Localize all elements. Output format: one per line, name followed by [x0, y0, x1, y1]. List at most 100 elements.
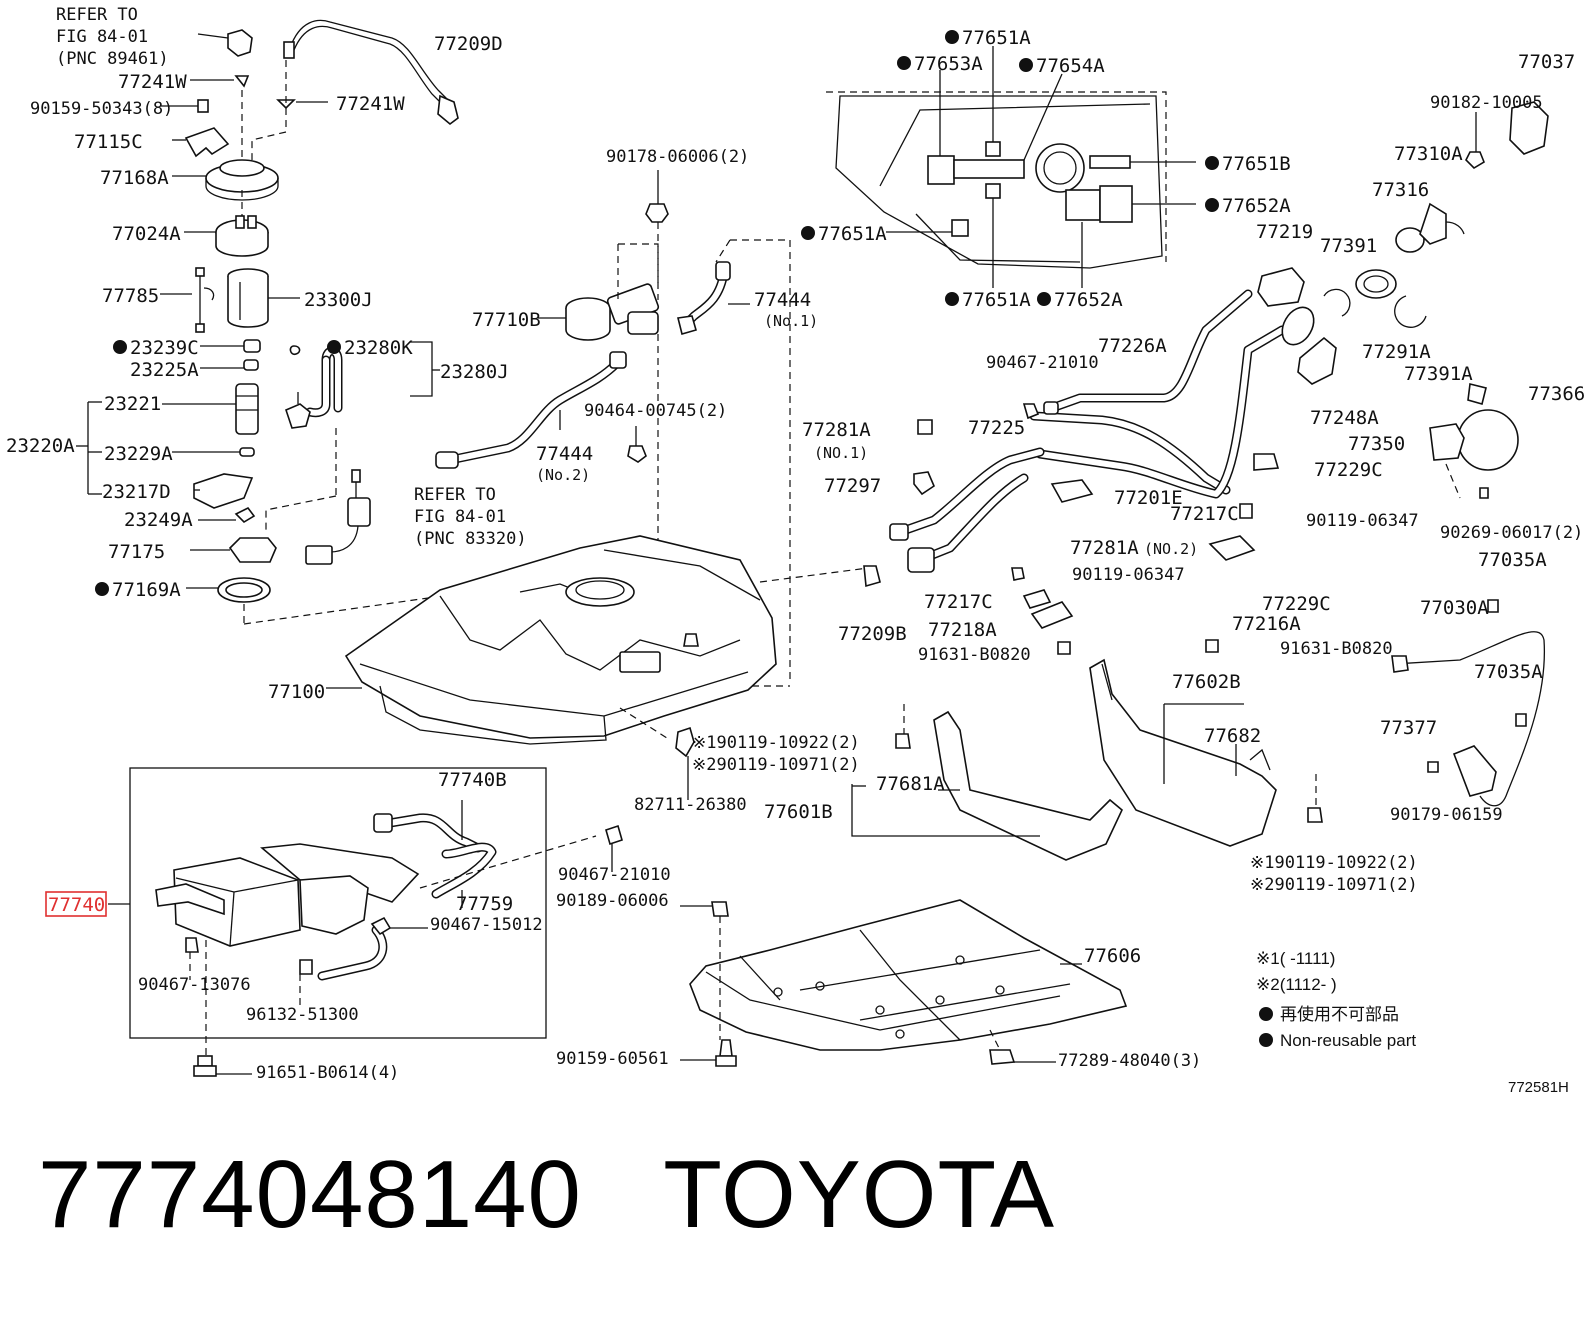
part-label-p77651a_t[interactable]: 77651A	[962, 27, 1031, 49]
part-label-p77602b[interactable]: 77602B	[1172, 671, 1241, 693]
part-label-p77444_1[interactable]: 77444	[754, 289, 811, 311]
part-label-p77241w_b[interactable]: 77241W	[336, 93, 405, 115]
part-label-p23249a[interactable]: 23249A	[124, 509, 193, 531]
part-label-p77291a[interactable]: 77291A	[1362, 341, 1431, 363]
part-label-p77606[interactable]: 77606	[1084, 945, 1141, 967]
part-label-p9011910971_a[interactable]: ※290119-10971(2)	[692, 755, 860, 775]
part-label-p77100[interactable]: 77100	[268, 681, 325, 703]
part-label-p77037[interactable]: 77037	[1518, 51, 1575, 73]
part-label-p77115c[interactable]: 77115C	[74, 131, 143, 153]
non-reusable-dot-icon	[1037, 292, 1051, 306]
note-1: ※1( -1111)	[1256, 949, 1335, 968]
highlighted-part-77740[interactable]: 77740	[45, 891, 107, 917]
part-label-p9026906017[interactable]: 90269-06017(2)	[1440, 523, 1583, 543]
part-label-p77316[interactable]: 77316	[1372, 179, 1429, 201]
part-label-p77601b[interactable]: 77601B	[764, 801, 833, 823]
part-label-p77281a_2n[interactable]: (NO.2)	[1144, 540, 1198, 558]
part-label-p77682[interactable]: 77682	[1204, 725, 1261, 747]
part-label-p23220a[interactable]: 23220A	[6, 435, 75, 457]
part-label-p77226a[interactable]: 77226A	[1098, 335, 1167, 357]
part-label-p9046721010_t[interactable]: 90467-21010	[986, 353, 1099, 373]
refer-b-line1: REFER TO	[414, 485, 496, 505]
part-label-p77652a_b[interactable]: 77652A	[1054, 289, 1123, 311]
part-label-p77229c_r[interactable]: 77229C	[1314, 459, 1383, 481]
part-label-p77217c_r[interactable]: 77217C	[1170, 503, 1239, 525]
part-label-p77297[interactable]: 77297	[824, 475, 881, 497]
part-label-p23239c[interactable]: 23239C	[130, 337, 199, 359]
part-label-p77248a[interactable]: 77248A	[1310, 407, 1379, 429]
part-label-p91631b0820_r[interactable]: 91631-B0820	[1280, 639, 1393, 659]
part-label-p77209b[interactable]: 77209B	[838, 623, 907, 645]
part-label-p77035a_t[interactable]: 77035A	[1478, 549, 1547, 571]
non-reusable-dot-icon	[1205, 156, 1219, 170]
part-label-p9011910922_a[interactable]: ※190119-10922(2)	[692, 733, 860, 753]
part-label-p77310a[interactable]: 77310A	[1394, 143, 1463, 165]
part-label-p9011906347_r[interactable]: 90119-06347	[1306, 511, 1419, 531]
part-label-p77652a_r[interactable]: 77652A	[1222, 195, 1291, 217]
part-label-p9017806006[interactable]: 90178-06006(2)	[606, 147, 749, 167]
part-label-p77681a[interactable]: 77681A	[876, 773, 945, 795]
part-label-p77391a[interactable]: 77391A	[1404, 363, 1473, 385]
part-label-p77785[interactable]: 77785	[102, 285, 159, 307]
part-label-p77024a[interactable]: 77024A	[112, 223, 181, 245]
part-label-p91631b0820_c[interactable]: 91631-B0820	[918, 645, 1031, 665]
part-label-p77225[interactable]: 77225	[968, 417, 1025, 439]
non-reusable-dot-icon	[113, 340, 127, 354]
part-label-p77281a_1n[interactable]: (NO.1)	[814, 444, 868, 462]
part-label-p77175[interactable]: 77175	[108, 541, 165, 563]
part-label-p23217d[interactable]: 23217D	[102, 481, 171, 503]
part-label-p77281a_2[interactable]: 77281A	[1070, 537, 1139, 559]
part-label-p9011906347_c[interactable]: 90119-06347	[1072, 565, 1185, 585]
part-label-p23225a[interactable]: 23225A	[130, 359, 199, 381]
part-label-p77444_2[interactable]: 77444	[536, 443, 593, 465]
part-label-p77216a[interactable]: 77216A	[1232, 613, 1301, 635]
part-label-p9018210005[interactable]: 90182-10005	[1430, 93, 1543, 113]
part-label-p77241w_a[interactable]: 77241W	[118, 71, 187, 93]
part-label-p77710b[interactable]: 77710B	[472, 309, 541, 331]
part-label-p9015950343[interactable]: 90159-50343(8)	[30, 99, 173, 119]
part-label-p77444_1n[interactable]: (No.1)	[764, 312, 818, 330]
part-label-p9046400745[interactable]: 90464-00745(2)	[584, 401, 727, 421]
part-label-p77651a_l[interactable]: 77651A	[818, 223, 887, 245]
part-label-p77217c_c[interactable]: 77217C	[924, 591, 993, 613]
part-label-p77035a_b[interactable]: 77035A	[1474, 661, 1543, 683]
part-label-p9046715012[interactable]: 90467-15012	[430, 915, 543, 935]
part-label-p77168a[interactable]: 77168A	[100, 167, 169, 189]
part-label-p91651b0614[interactable]: 91651-B0614(4)	[256, 1063, 399, 1083]
part-label-p23300j[interactable]: 23300J	[304, 289, 373, 311]
part-label-p9011910971_b[interactable]: ※290119-10971(2)	[1250, 875, 1418, 895]
part-label-p9015960561[interactable]: 90159-60561	[556, 1049, 669, 1069]
part-label-p9011910922_b[interactable]: ※190119-10922(2)	[1250, 853, 1418, 873]
part-label-p77654a[interactable]: 77654A	[1036, 55, 1105, 77]
part-label-p9613251300[interactable]: 96132-51300	[246, 1005, 359, 1025]
part-label-p77201e[interactable]: 77201E	[1114, 487, 1183, 509]
part-label-p77653a[interactable]: 77653A	[914, 53, 983, 75]
part-label-p77229c_c[interactable]: 77229C	[1262, 593, 1331, 615]
part-label-p77169a[interactable]: 77169A	[112, 579, 181, 601]
part-label-p77219[interactable]: 77219	[1256, 221, 1313, 243]
part-label-p77740b[interactable]: 77740B	[438, 769, 507, 791]
part-label-p23280j[interactable]: 23280J	[440, 361, 509, 383]
part-label-p9017906159[interactable]: 90179-06159	[1390, 805, 1503, 825]
part-label-p77030a[interactable]: 77030A	[1420, 597, 1489, 619]
part-label-p77281a_1[interactable]: 77281A	[802, 419, 871, 441]
part-label-p77366[interactable]: 77366	[1528, 383, 1585, 405]
part-label-p23280k[interactable]: 23280K	[344, 337, 413, 359]
part-label-p77444_2n[interactable]: (No.2)	[536, 466, 590, 484]
part-label-p23229a[interactable]: 23229A	[104, 443, 173, 465]
part-label-p9018906006[interactable]: 90189-06006	[556, 891, 669, 911]
part-label-p77209d[interactable]: 77209D	[434, 33, 503, 55]
part-label-p8271126380[interactable]: 82711-26380	[634, 795, 747, 815]
part-label-p77651b[interactable]: 77651B	[1222, 153, 1291, 175]
part-label-p77350[interactable]: 77350	[1348, 433, 1405, 455]
part-label-p77391[interactable]: 77391	[1320, 235, 1377, 257]
part-label-p9046721010_c[interactable]: 90467-21010	[558, 865, 671, 885]
part-label-p9046713076[interactable]: 90467-13076	[138, 975, 251, 995]
part-label-p77759[interactable]: 77759	[456, 893, 513, 915]
part-label-p77377[interactable]: 77377	[1380, 717, 1437, 739]
part-label-p77651a_b[interactable]: 77651A	[962, 289, 1031, 311]
part-label-p77218a[interactable]: 77218A	[928, 619, 997, 641]
part-label-p7728948040[interactable]: 77289-48040(3)	[1058, 1051, 1201, 1071]
non-reusable-dot-icon	[801, 226, 815, 240]
part-label-p23221[interactable]: 23221	[104, 393, 161, 415]
